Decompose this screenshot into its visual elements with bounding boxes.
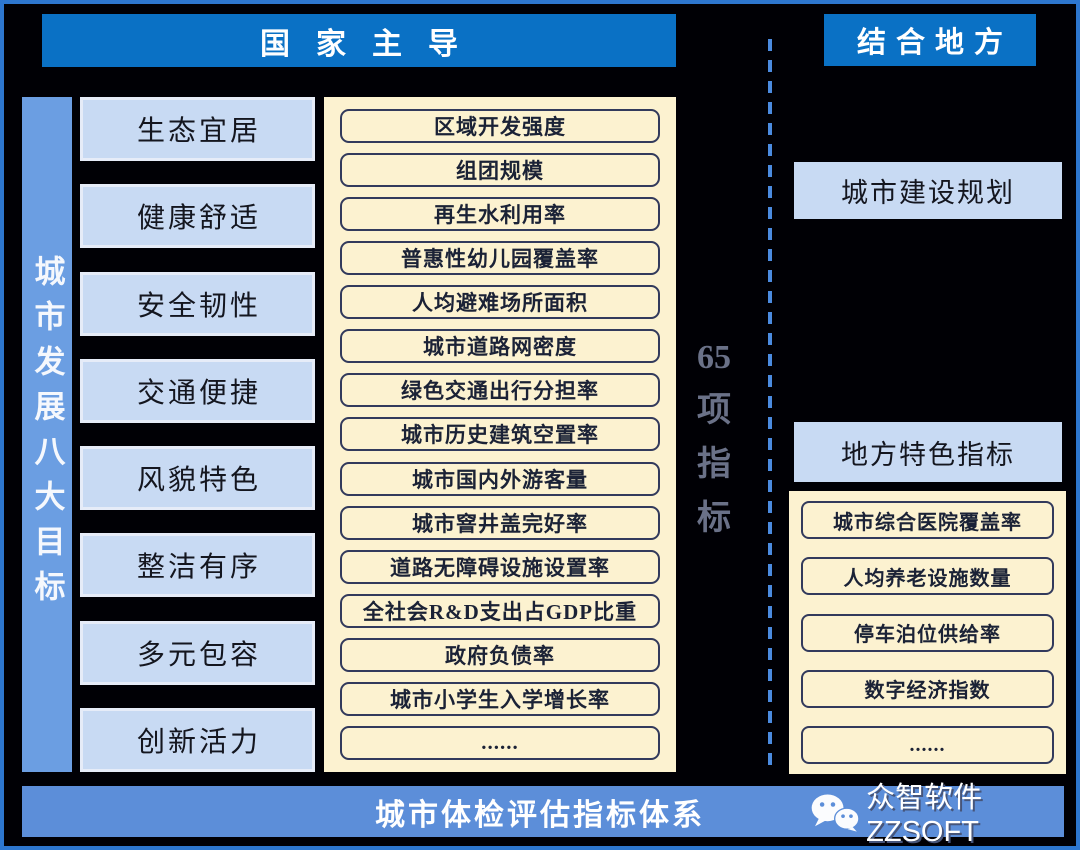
footer-title: 城市体检评估指标体系 bbox=[375, 798, 705, 832]
local-indicators-title: 地方特色指标 bbox=[841, 439, 1015, 470]
indicator-box: 绿色交通出行分担率 bbox=[340, 373, 660, 408]
indicator-box: 城市窨井盖完好率 bbox=[340, 505, 660, 540]
indicator-label: 城市国内外游客量 bbox=[412, 467, 588, 492]
goals-column: 生态宜居 健康舒适 安全韧性 交通便捷 风貌特色 整洁有序 多元包容 创新活力 bbox=[80, 97, 315, 772]
goals-side-bar: 城市发展八大目标 bbox=[22, 97, 72, 772]
goals-side-bar-label: 城市发展八大目标 bbox=[29, 254, 65, 615]
indicator-label: 普惠性幼儿园覆盖率 bbox=[401, 247, 599, 272]
indicator-box: 城市小学生入学增长率 bbox=[340, 681, 660, 716]
indicator-label: 区域开发强度 bbox=[434, 115, 566, 139]
indicator-label: 城市小学生入学增长率 bbox=[390, 687, 610, 712]
indicator-label: 城市窨井盖完好率 bbox=[412, 511, 588, 536]
local-indicator-label: 人均养老设施数量 bbox=[843, 567, 1012, 590]
goal-label: 生态宜居 bbox=[136, 116, 261, 147]
indicator-label: 人均避难场所面积 bbox=[412, 291, 588, 316]
wechat-icon bbox=[811, 793, 860, 832]
indicator-label: ...... bbox=[481, 730, 519, 755]
indicator-box: 全社会R&D支出占GDP比重 bbox=[340, 593, 660, 628]
local-indicator-box: 人均养老设施数量 bbox=[801, 557, 1054, 596]
indicator-label: 全社会R&D支出占GDP比重 bbox=[362, 599, 638, 624]
header-local-label: 结合地方 bbox=[856, 27, 1013, 59]
goal-label: 多元包容 bbox=[136, 639, 261, 671]
brand-name: 众智软件ZZSOFT bbox=[866, 782, 983, 848]
indicator-box: 政府负债率 bbox=[340, 637, 660, 672]
indicator-box: 城市历史建筑空置率 bbox=[340, 417, 660, 452]
brand-block: 众智软件ZZSOFT bbox=[810, 782, 1064, 846]
indicator-box: 再生水利用率 bbox=[340, 197, 660, 232]
goal-box: 安全韧性 bbox=[80, 271, 315, 336]
indicator-label: 城市历史建筑空置率 bbox=[401, 423, 599, 448]
goal-label: 交通便捷 bbox=[136, 377, 261, 409]
header-national: 国家主导 bbox=[42, 14, 676, 67]
goal-box: 交通便捷 bbox=[80, 358, 315, 423]
goal-label: 整洁有序 bbox=[136, 552, 261, 584]
indicator-count-label: 65 项 指 标 bbox=[682, 339, 746, 539]
goal-label: 创新活力 bbox=[136, 726, 261, 758]
goal-label: 健康舒适 bbox=[136, 203, 261, 235]
goal-box: 风貌特色 bbox=[80, 446, 315, 511]
local-indicators-title-box: 地方特色指标 bbox=[794, 422, 1062, 482]
goal-box: 生态宜居 bbox=[80, 97, 315, 161]
local-indicator-box: 城市综合医院覆盖率 bbox=[801, 501, 1054, 539]
national-indicators-panel: 区域开发强度 组团规模 再生水利用率 普惠性幼儿园覆盖率 人均避难场所面积 城市… bbox=[324, 97, 676, 772]
goal-box: 创新活力 bbox=[80, 707, 315, 772]
local-indicator-label: ...... bbox=[909, 733, 946, 756]
goal-label: 安全韧性 bbox=[136, 290, 261, 322]
count-segment: 65 bbox=[697, 339, 731, 376]
local-indicators-panel: 城市综合医院覆盖率 人均养老设施数量 停车泊位供给率 数字经济指数 ...... bbox=[789, 491, 1066, 774]
goal-box: 健康舒适 bbox=[80, 184, 315, 249]
local-indicator-label: 停车泊位供给率 bbox=[854, 624, 1001, 646]
indicator-label: 绿色交通出行分担率 bbox=[401, 379, 599, 404]
local-indicator-box: ...... bbox=[801, 726, 1054, 764]
local-indicator-box: 数字经济指数 bbox=[801, 669, 1054, 708]
indicator-box: 普惠性幼儿园覆盖率 bbox=[340, 241, 660, 276]
indicator-box: 区域开发强度 bbox=[340, 109, 660, 143]
city-plan-label: 城市建设规划 bbox=[841, 178, 1015, 208]
goal-label: 风貌特色 bbox=[136, 465, 261, 497]
indicator-box: 人均避难场所面积 bbox=[340, 285, 660, 320]
header-national-label: 国家主导 bbox=[260, 27, 484, 61]
indicator-label: 再生水利用率 bbox=[434, 203, 566, 228]
indicator-box: 城市国内外游客量 bbox=[340, 461, 660, 496]
goal-box: 多元包容 bbox=[80, 620, 315, 685]
count-segment: 指 bbox=[697, 446, 731, 483]
city-plan-box: 城市建设规划 bbox=[794, 162, 1062, 219]
goal-box: 整洁有序 bbox=[80, 533, 315, 598]
indicator-box: 组团规模 bbox=[340, 153, 660, 188]
footer-bar: 城市体检评估指标体系 众智软件ZZSOFT bbox=[22, 782, 1064, 846]
divider-dashed-line bbox=[768, 39, 772, 766]
indicator-box: ...... bbox=[340, 725, 660, 760]
indicator-label: 道路无障碍设施设置率 bbox=[390, 555, 610, 580]
local-indicator-box: 停车泊位供给率 bbox=[801, 613, 1054, 652]
count-segment: 标 bbox=[697, 500, 731, 537]
indicator-label: 组团规模 bbox=[456, 159, 544, 184]
indicator-label: 城市道路网密度 bbox=[423, 335, 577, 360]
local-indicator-label: 数字经济指数 bbox=[864, 680, 991, 703]
count-segment: 项 bbox=[697, 392, 731, 429]
indicator-label: 政府负债率 bbox=[445, 643, 555, 668]
indicator-box: 道路无障碍设施设置率 bbox=[340, 549, 660, 584]
indicator-box: 城市道路网密度 bbox=[340, 329, 660, 364]
local-indicator-label: 城市综合医院覆盖率 bbox=[833, 511, 1022, 534]
header-local: 结合地方 bbox=[824, 14, 1036, 66]
